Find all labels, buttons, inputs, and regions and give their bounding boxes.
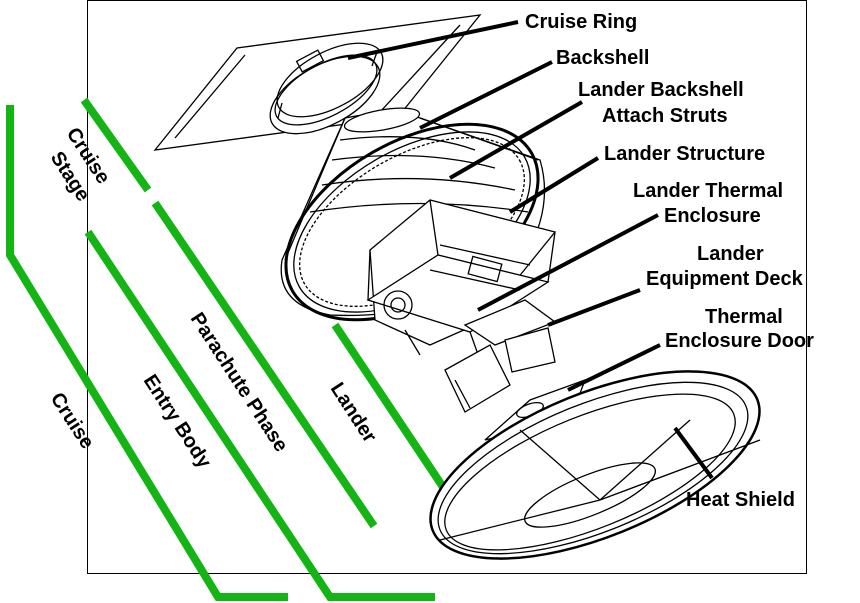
- phase-label-cruise: Cruise: [46, 389, 98, 453]
- label-thermal-enclosure-door-2: Enclosure Door: [665, 330, 814, 352]
- diagram-frame: [87, 0, 807, 574]
- label-lander-equipment-deck-2: Equipment Deck: [646, 268, 804, 290]
- cruise-stage-line: [80, 97, 152, 193]
- leader-heat-shield: [673, 426, 714, 480]
- leader-backshell: [419, 60, 553, 130]
- label-lander-thermal-enclosure-2: Enclosure: [664, 205, 761, 227]
- label-lander-structure: Lander Structure: [604, 143, 765, 165]
- entry-body-line: [84, 229, 435, 601]
- label-thermal-enclosure-door-1: Thermal: [705, 306, 783, 328]
- leader-thermal-door: [567, 343, 661, 392]
- label-backshell: Backshell: [556, 47, 649, 69]
- leader-attach-struts: [449, 100, 583, 180]
- equipment-deck-part: [444, 299, 557, 413]
- parachute-phase-line: [151, 200, 378, 529]
- phase-label-lander: Lander: [326, 379, 381, 447]
- leader-equipment-deck: [547, 288, 641, 327]
- leader-thermal-enclosure: [477, 213, 659, 312]
- leader-lines: [347, 20, 714, 480]
- label-lander-equipment-deck-1: Lander: [697, 243, 764, 265]
- lander-line: [331, 322, 449, 493]
- phase-label-entry-body: Entry Body: [139, 371, 216, 473]
- label-lander-backshell-attach-struts-2: Attach Struts: [602, 105, 728, 127]
- label-heat-shield: Heat Shield: [686, 489, 795, 511]
- spacecraft-drawing: [153, 14, 761, 560]
- heat-shield-part: [429, 370, 761, 560]
- label-lander-backshell-attach-struts-1: Lander Backshell: [578, 79, 744, 101]
- leader-lander-structure: [508, 156, 600, 214]
- leader-cruise-ring: [347, 20, 519, 60]
- phase-lines: [6, 97, 449, 601]
- label-cruise-ring: Cruise Ring: [525, 11, 637, 33]
- cruise-line: [6, 105, 288, 601]
- label-lander-thermal-enclosure-1: Lander Thermal: [633, 180, 783, 202]
